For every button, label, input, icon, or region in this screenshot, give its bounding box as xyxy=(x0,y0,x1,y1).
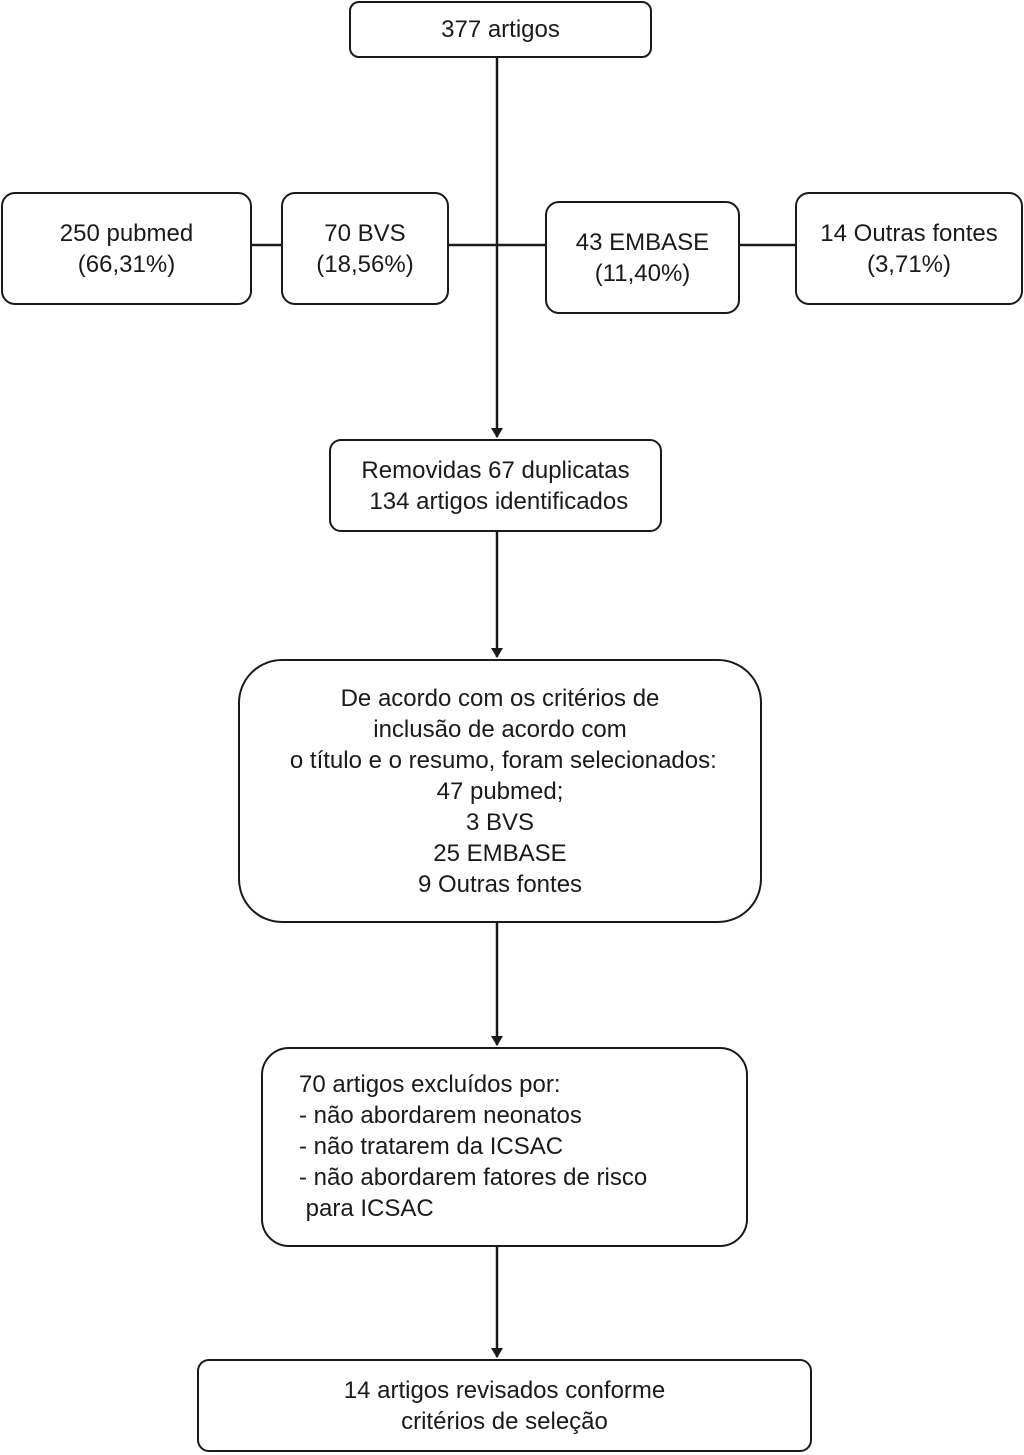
selection-line: inclusão de acordo com xyxy=(373,715,627,743)
source-name: 250 pubmed xyxy=(59,219,194,247)
final-line-1: 14 artigos revisados conforme xyxy=(343,1376,666,1404)
duplicates-removed-box: Removidas 67 duplicatas 134 artigos iden… xyxy=(329,439,662,532)
total-articles-label: 377 artigos xyxy=(441,16,560,43)
total-articles-box: 377 artigos xyxy=(349,1,652,58)
selection-line: De acordo com os critérios de xyxy=(340,684,660,712)
source-box-bvs: 70 BVS (18,56%) xyxy=(281,192,449,305)
selection-line: o título e o resumo, foram selecionados: xyxy=(283,746,717,774)
source-name: 14 Outras fontes xyxy=(820,219,998,247)
excluded-line: - não tratarem da ICSAC xyxy=(299,1133,564,1160)
inclusion-criteria-box: De acordo com os critérios de inclusão d… xyxy=(238,659,762,923)
source-percent: (11,40%) xyxy=(594,259,691,287)
excluded-line: - não abordarem fatores de risco xyxy=(299,1164,648,1191)
excluded-line: - não abordarem neonatos xyxy=(299,1102,582,1129)
selection-line: 9 Outras fontes xyxy=(417,870,583,898)
source-box-pubmed: 250 pubmed (66,31%) xyxy=(1,192,252,305)
source-box-outras-fontes: 14 Outras fontes (3,71%) xyxy=(795,192,1023,305)
excluded-line: para ICSAC xyxy=(299,1195,434,1222)
selection-line: 3 BVS xyxy=(465,808,535,836)
source-percent: (3,71%) xyxy=(866,250,952,278)
source-percent: (66,31%) xyxy=(77,250,176,278)
selection-line: 47 pubmed; xyxy=(436,777,564,805)
source-percent: (18,56%) xyxy=(316,250,414,278)
source-name: 43 EMBASE xyxy=(575,228,710,256)
excluded-line: 70 artigos excluídos por: xyxy=(299,1071,561,1098)
final-line-2: critérios de seleção xyxy=(401,1407,608,1435)
selection-line: 25 EMBASE xyxy=(433,839,567,867)
final-reviewed-box: 14 artigos revisados conforme critérios … xyxy=(197,1359,812,1452)
source-box-embase: 43 EMBASE (11,40%) xyxy=(545,201,740,314)
excluded-articles-box: 70 artigos excluídos por: - não abordare… xyxy=(261,1047,748,1247)
duplicates-line-1: Removidas 67 duplicatas xyxy=(361,456,630,484)
duplicates-line-2: 134 artigos identificados xyxy=(362,487,629,515)
source-name: 70 BVS xyxy=(324,219,406,247)
